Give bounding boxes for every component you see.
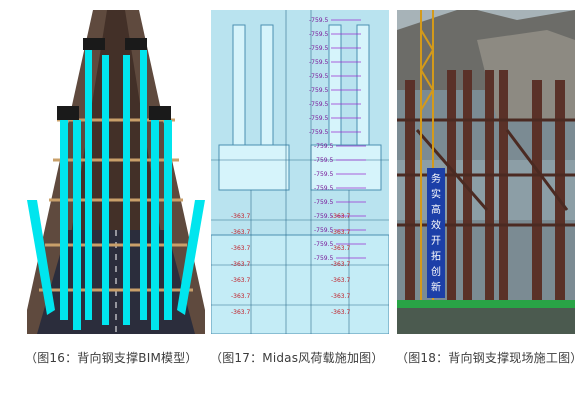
banner-character: 开 — [431, 236, 441, 247]
reaction-label: -363.7 — [231, 213, 251, 220]
caption-figure-18: （图18：背向钢支撑现场施工图） — [396, 351, 583, 365]
wind-load-label: -759.5 — [314, 185, 334, 192]
banner-character: 创 — [431, 265, 441, 278]
reaction-label: -363.7 — [331, 245, 351, 252]
midas-diagram: -759.5 -759.5 -759.5 -759.5 -759.5 -759.5 -759… — [211, 10, 389, 334]
wind-load-label: -759.5 — [309, 17, 329, 24]
reaction-label: -363.7 — [231, 261, 251, 268]
reaction-label: -363.7 — [231, 293, 251, 300]
banner-character: 新 — [431, 281, 441, 294]
banner-character: 效 — [431, 219, 441, 232]
wind-load-label: -759.5 — [314, 199, 334, 206]
wind-load-label: -759.5 — [314, 255, 334, 262]
reaction-label: -363.7 — [331, 293, 351, 300]
wind-load-label: -759.5 — [314, 143, 334, 150]
wind-load-label: -759.5 — [309, 31, 329, 38]
reaction-label: -363.7 — [231, 309, 251, 316]
banner-character: 高 — [431, 203, 441, 216]
caption-figure-17: （图17：Midas风荷载施加图） — [210, 351, 384, 365]
banner-character: 务 — [431, 172, 441, 185]
wind-load-label: -759.5 — [314, 227, 334, 234]
banner-character: 实 — [431, 188, 441, 201]
wind-load-label: -759.5 — [309, 129, 329, 136]
caption-figure-16: （图16：背向钢支撑BIM模型） — [25, 351, 198, 365]
reaction-label: -363.7 — [331, 213, 351, 220]
wind-load-label: -759.5 — [314, 213, 334, 220]
wind-load-label: -759.5 — [309, 101, 329, 108]
wind-load-label: -759.5 — [309, 73, 329, 80]
wind-load-label: -759.5 — [314, 241, 334, 248]
wind-load-label: -759.5 — [309, 45, 329, 52]
reaction-label: -363.7 — [331, 309, 351, 316]
reaction-label: -363.7 — [331, 229, 351, 236]
reaction-label: -363.7 — [231, 245, 251, 252]
reaction-label: -363.7 — [331, 277, 351, 284]
banner-character: 拓 — [431, 251, 441, 263]
wind-load-label: -759.5 — [309, 115, 329, 122]
reaction-label: -363.7 — [231, 277, 251, 284]
reaction-label: -363.7 — [331, 261, 351, 268]
wind-load-label: -759.5 — [314, 157, 334, 164]
figure-site-photo: 务实高效开拓创新 — [397, 10, 575, 334]
wind-load-label: -759.5 — [309, 59, 329, 66]
reaction-label: -363.7 — [231, 229, 251, 236]
figure-bim-model — [27, 10, 205, 334]
bim-model-image — [27, 10, 205, 334]
figure-midas-wind-load: -759.5 -759.5 -759.5 -759.5 -759.5 -759.5 -759… — [211, 10, 389, 334]
wind-load-label: -759.5 — [309, 87, 329, 94]
wind-load-label: -759.5 — [314, 171, 334, 178]
